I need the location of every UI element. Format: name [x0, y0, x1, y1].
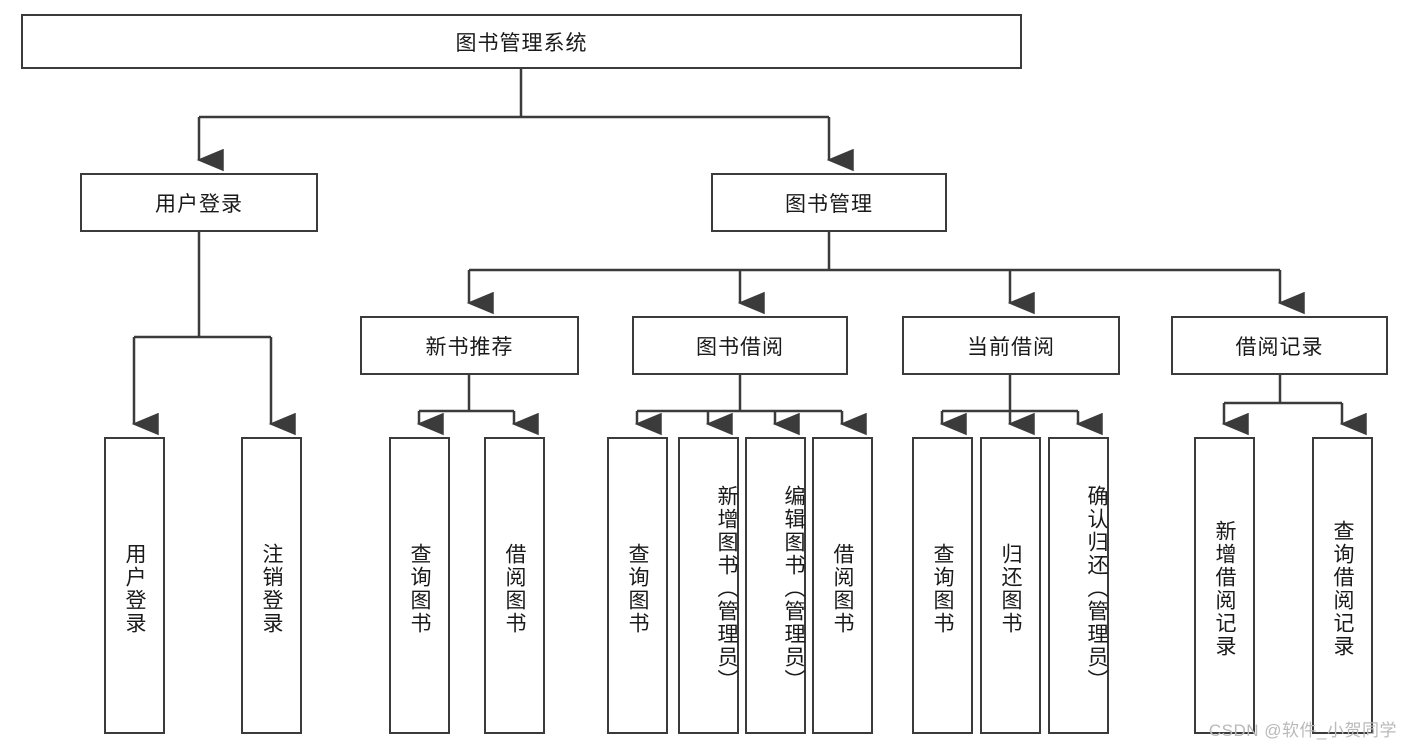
node-leaf-query-book-borrowing[interactable]: 查询图书 — [607, 437, 668, 734]
node-leaf-user-login[interactable]: 用户登录 — [104, 437, 165, 734]
watermark: CSDN @软件_小贺同学 — [1208, 721, 1397, 740]
node-label: 新书推荐 — [425, 335, 514, 359]
node-root-book-management-system[interactable]: 图书管理系统 — [21, 14, 1022, 69]
node-label: 图书管理系统 — [455, 31, 588, 55]
node-label: 用户登录 — [123, 542, 146, 635]
node-leaf-borrow-book-newbook[interactable]: 借阅图书 — [484, 437, 545, 734]
node-leaf-return-book[interactable]: 归还图书 — [980, 437, 1041, 734]
node-label: 借阅图书 — [831, 542, 854, 635]
node-borrowing-record[interactable]: 借阅记录 — [1171, 316, 1388, 375]
node-leaf-query-borrow-record[interactable]: 查询借阅记录 — [1312, 437, 1373, 734]
node-label: 归还图书 — [999, 542, 1022, 635]
node-label: 借阅记录 — [1235, 335, 1324, 359]
node-label: 确认归还（管理员） — [1085, 485, 1108, 692]
node-current-borrowing[interactable]: 当前借阅 — [902, 316, 1120, 375]
node-book-management[interactable]: 图书管理 — [711, 173, 947, 232]
node-label: 图书借阅 — [696, 335, 784, 359]
node-leaf-borrow-book-borrowing[interactable]: 借阅图书 — [812, 437, 873, 734]
node-label: 注销登录 — [260, 542, 283, 635]
node-label: 新增借阅记录 — [1213, 519, 1236, 658]
node-user-login[interactable]: 用户登录 — [80, 173, 318, 232]
node-leaf-add-book-admin[interactable]: 新增图书（管理员） — [678, 437, 739, 734]
node-label: 编辑图书（管理员） — [782, 485, 805, 692]
node-label: 查询图书 — [408, 542, 431, 635]
node-leaf-query-book-current[interactable]: 查询图书 — [912, 437, 973, 734]
node-book-borrowing[interactable]: 图书借阅 — [632, 316, 848, 375]
node-leaf-add-borrow-record[interactable]: 新增借阅记录 — [1194, 437, 1255, 734]
node-label: 查询图书 — [626, 542, 649, 635]
node-leaf-confirm-return-admin[interactable]: 确认归还（管理员） — [1048, 437, 1109, 734]
node-label: 查询图书 — [931, 542, 954, 635]
node-label: 查询借阅记录 — [1331, 519, 1354, 658]
node-leaf-logout[interactable]: 注销登录 — [241, 437, 302, 734]
node-leaf-query-book-newbook[interactable]: 查询图书 — [389, 437, 450, 734]
node-leaf-edit-book-admin[interactable]: 编辑图书（管理员） — [745, 437, 806, 734]
node-label: 图书管理 — [785, 192, 873, 216]
node-new-book-recommendation[interactable]: 新书推荐 — [360, 316, 579, 375]
node-label: 当前借阅 — [967, 335, 1055, 359]
node-label: 用户登录 — [155, 192, 243, 216]
node-label: 借阅图书 — [503, 542, 526, 635]
node-label: 新增图书（管理员） — [715, 485, 738, 692]
